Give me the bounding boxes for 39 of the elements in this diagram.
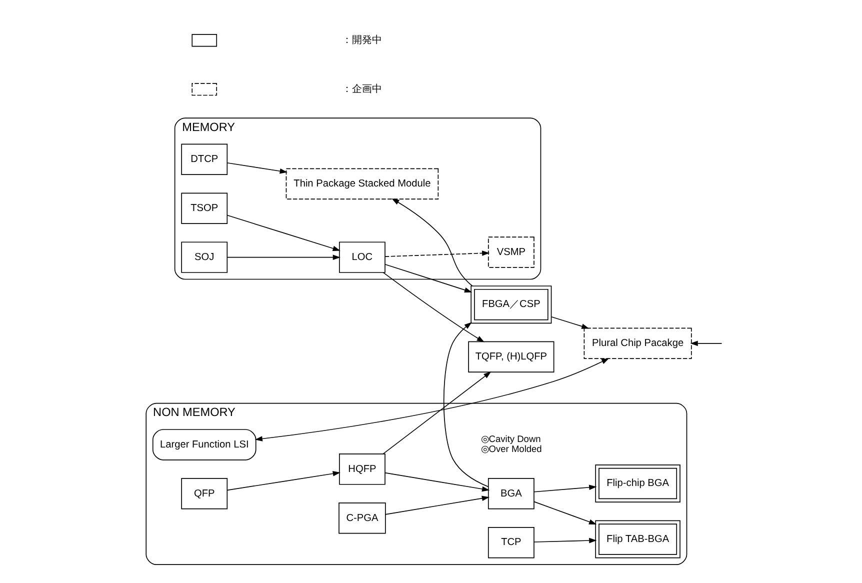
arrow bbox=[382, 372, 492, 454]
node-box: FBGA／CSP bbox=[470, 286, 552, 324]
arrow bbox=[385, 496, 490, 515]
node-box: TCP bbox=[488, 527, 534, 558]
arrow bbox=[443, 322, 489, 488]
arrow bbox=[226, 214, 340, 251]
arrow bbox=[551, 316, 590, 329]
node-box: TQFP, (H)LQFP bbox=[468, 341, 554, 373]
arrow bbox=[534, 484, 597, 492]
node-box: TSOP bbox=[181, 192, 228, 224]
arrow bbox=[226, 471, 340, 491]
node-box: Flip TAB-BGA bbox=[595, 520, 680, 558]
node-box: DTCP bbox=[181, 144, 228, 176]
arrow bbox=[392, 198, 473, 286]
arrow bbox=[690, 340, 722, 346]
arrow bbox=[226, 254, 340, 260]
node-box: LOC bbox=[339, 242, 386, 273]
arrow bbox=[384, 264, 472, 293]
node-box: QFP bbox=[181, 478, 228, 510]
node-box: SOJ bbox=[181, 242, 228, 273]
arrow bbox=[384, 472, 490, 492]
arrow bbox=[384, 250, 490, 257]
arrow bbox=[534, 538, 597, 544]
legend-label: ：企画中 bbox=[342, 84, 382, 95]
node-box: Plural Chip Pacakge bbox=[584, 328, 692, 360]
arrow bbox=[534, 501, 597, 525]
node-box: Flip-chip BGA bbox=[595, 464, 680, 503]
legend-label: ：開発中 bbox=[342, 35, 382, 46]
node-box: Thin Package Stacked Module bbox=[286, 168, 439, 200]
arrow bbox=[382, 272, 484, 342]
node-label: ◎Cavity Down bbox=[480, 434, 541, 444]
node-box: HQFP bbox=[339, 454, 386, 485]
arrow bbox=[254, 358, 610, 442]
node-box: Larger Function LSI bbox=[152, 429, 256, 460]
node-label: ◎Over Molded bbox=[480, 444, 542, 454]
node-box: BGA bbox=[488, 478, 534, 510]
node-box: VSMP bbox=[488, 236, 534, 268]
node-box: C-PGA bbox=[338, 502, 386, 534]
arrow bbox=[226, 162, 288, 174]
